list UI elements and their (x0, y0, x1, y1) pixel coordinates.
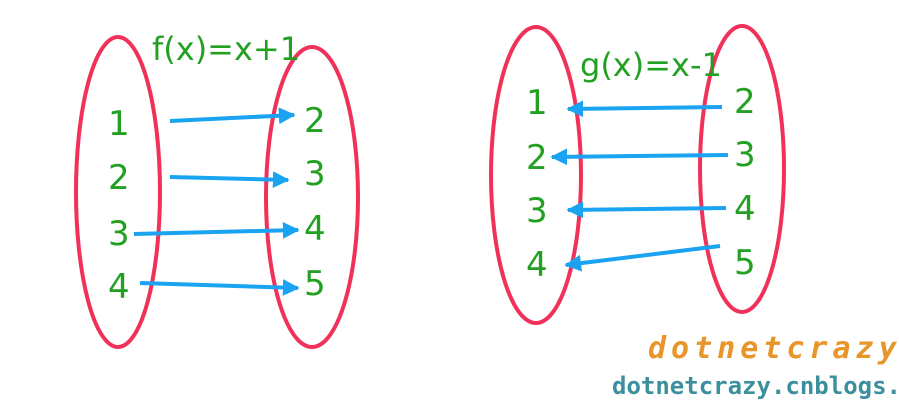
function-label-f: f(x)=x+1 (152, 30, 300, 68)
mapping-arrow (169, 171, 290, 189)
domain-value: 2 (108, 158, 130, 198)
diagram-f: f(x)=x+1 1 2 3 4 2 3 4 5 (74, 30, 360, 349)
diagram-g: g(x)=x-1 1 2 3 4 2 3 4 5 (489, 24, 786, 325)
domain-value: 3 (108, 214, 130, 254)
domain-value: 5 (734, 243, 756, 283)
codomain-value: 3 (526, 191, 548, 231)
codomain-value: 4 (526, 245, 548, 285)
mapping-arrow (564, 244, 721, 272)
codomain-value: 3 (304, 154, 326, 194)
mapping-arrow (169, 107, 296, 125)
set-ellipse-g-codomain (489, 25, 583, 325)
mapping-arrow (139, 279, 300, 296)
mapping-arrow (550, 148, 729, 166)
mapping-arrow (133, 221, 300, 239)
set-ellipse-f-domain (74, 35, 162, 349)
domain-value: 4 (108, 267, 130, 307)
domain-value: 2 (734, 82, 756, 122)
codomain-value: 5 (304, 264, 326, 304)
codomain-value: 2 (304, 101, 326, 141)
domain-value: 1 (108, 104, 130, 144)
watermark-title: dotnetcrazy (648, 331, 899, 366)
watermark-url: dotnetcrazy.cnblogs.com (612, 372, 899, 400)
codomain-value: 2 (526, 138, 548, 178)
set-ellipse-f-codomain (264, 45, 360, 349)
codomain-value: 1 (526, 83, 548, 123)
set-ellipse-g-domain (698, 24, 786, 314)
domain-value: 3 (734, 135, 756, 175)
domain-value: 4 (734, 189, 756, 229)
mapping-arrow (566, 100, 723, 118)
codomain-value: 4 (304, 209, 326, 249)
function-label-g: g(x)=x-1 (580, 46, 722, 84)
mapping-arrow (566, 201, 727, 219)
